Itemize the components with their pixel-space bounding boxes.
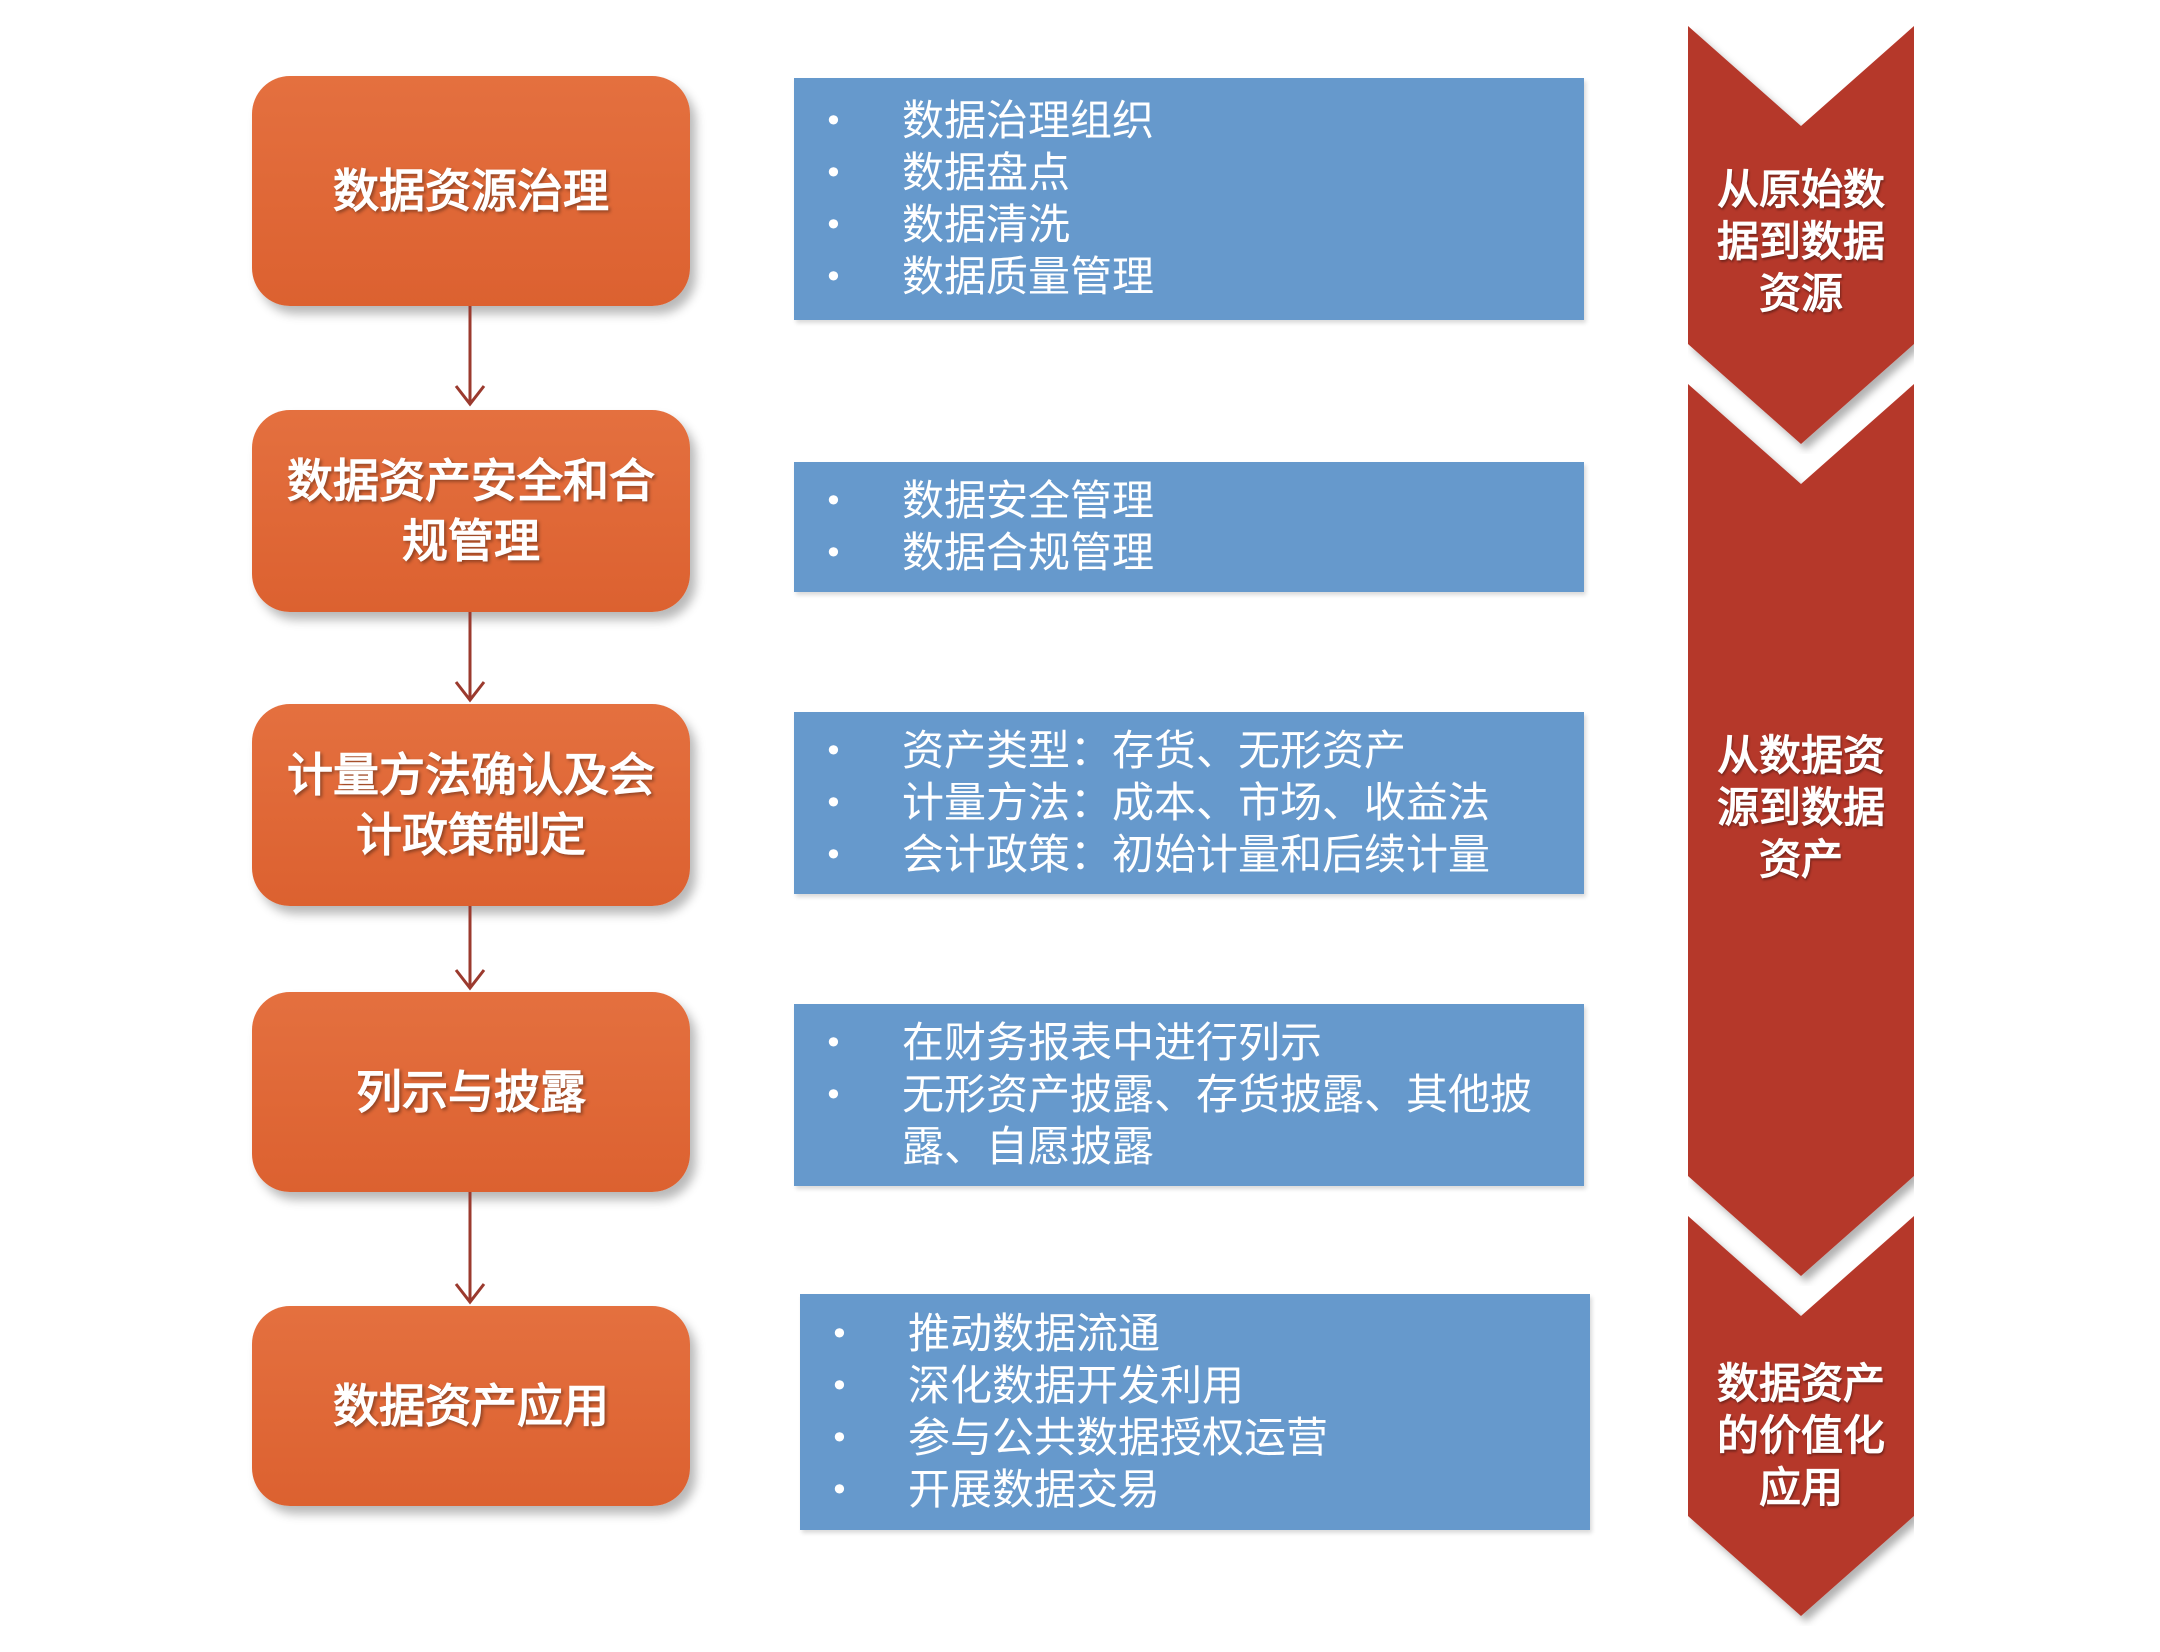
down-arrow-icon [454, 306, 486, 407]
list-item: 数据合规管理 [794, 527, 1544, 579]
list-item: 数据清洗 [794, 199, 1544, 251]
down-arrow-icon [454, 1192, 486, 1305]
list-item: 数据质量管理 [794, 251, 1544, 303]
down-arrow-icon [454, 906, 486, 991]
chevron-stage-1-shape [1688, 26, 1914, 444]
step-data-asset-application: 数据资产应用 [252, 1306, 690, 1506]
chevron-stage-2-shape [1688, 384, 1914, 1276]
list-item: 推动数据流通 [800, 1308, 1550, 1360]
list-item: 开展数据交易 [800, 1464, 1550, 1516]
detail-panel-security: 数据安全管理 数据合规管理 [794, 462, 1584, 592]
step-label: 数据资源治理 [333, 164, 609, 218]
step-measurement-policy: 计量方法确认及会计政策制定 [252, 704, 690, 906]
list-item: 深化数据开发利用 [800, 1360, 1550, 1412]
stage-label-value-application: 数据资产的价值化应用 [1716, 1359, 1885, 1512]
list-item: 数据治理组织 [794, 95, 1544, 147]
list-item: 资产类型：存货、无形资产 [794, 725, 1544, 777]
list-item: 会计政策：初始计量和后续计量 [794, 829, 1544, 881]
step-label: 数据资产安全和合规管理 [287, 454, 655, 568]
detail-panel-measurement: 资产类型：存货、无形资产 计量方法：成本、市场、收益法 会计政策：初始计量和后续… [794, 712, 1584, 894]
list-item: 无形资产披露、存货披露、其他披露、自愿披露 [794, 1069, 1544, 1173]
list-item: 数据盘点 [794, 147, 1544, 199]
detail-panel-application: 推动数据流通 深化数据开发利用 参与公共数据授权运营 开展数据交易 [800, 1294, 1590, 1530]
step-label: 数据资产应用 [333, 1379, 609, 1433]
detail-panel-disclosure: 在财务报表中进行列示 无形资产披露、存货披露、其他披露、自愿披露 [794, 1004, 1584, 1186]
list-item: 参与公共数据授权运营 [800, 1412, 1550, 1464]
stage-label-resource-to-asset: 从数据资源到数据资产 [1716, 731, 1885, 884]
stage-label-raw-to-resource: 从原始数据到数据资源 [1716, 165, 1885, 318]
detail-panel-governance: 数据治理组织 数据盘点 数据清洗 数据质量管理 [794, 78, 1584, 320]
step-label: 列示与披露 [356, 1065, 586, 1119]
list-item: 计量方法：成本、市场、收益法 [794, 777, 1544, 829]
list-item: 在财务报表中进行列示 [794, 1017, 1544, 1069]
chevron-stage-3-shape [1688, 1216, 1914, 1616]
step-security-compliance: 数据资产安全和合规管理 [252, 410, 690, 612]
step-presentation-disclosure: 列示与披露 [252, 992, 690, 1192]
step-data-resource-governance: 数据资源治理 [252, 76, 690, 306]
down-arrow-icon [454, 612, 486, 703]
step-label: 计量方法确认及会计政策制定 [287, 748, 655, 862]
list-item: 数据安全管理 [794, 475, 1544, 527]
